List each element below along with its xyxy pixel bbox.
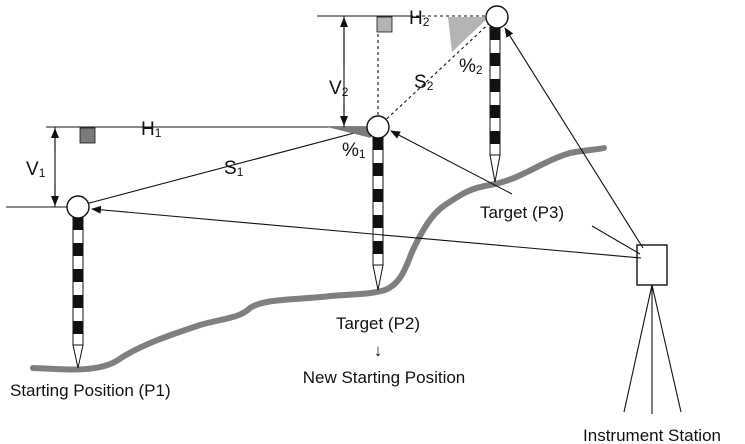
ground-line [30,145,607,373]
starting-position-label: Starting Position (P1) [10,381,171,400]
h2-marker-square [376,16,393,33]
down-arrow-glyph: ↓ [374,341,383,360]
s2-line [377,16,497,128]
sight-arrow-p2 [390,130,513,195]
target-p3-label: Target (P3) [480,203,564,222]
grade-2-label: %2 [459,56,483,77]
target-p2-label: Target (P2) [336,314,420,333]
angle-triangle-2 [448,17,489,52]
s1-line [77,126,378,207]
sight-arrow-p1 [91,205,642,259]
s1-label: S1 [224,158,244,179]
target-p3-leader [591,225,641,255]
instrument-station-label: Instrument Station [583,426,721,444]
instrument-body [636,244,668,286]
h1-label: H1 [141,119,162,140]
s2-label: S2 [414,72,434,93]
grade-1-label: %1 [342,140,366,161]
rod-p1 [72,216,84,369]
prism-p2 [366,115,390,139]
rod-p2 [372,136,384,291]
h2-label: H2 [409,8,430,29]
sight-arrow-p3 [504,27,644,249]
angle-triangle-1 [327,127,371,138]
h1-marker-square [79,127,96,144]
v1-label: V1 [26,159,46,180]
rod-p3 [489,26,501,183]
prism-p3 [485,5,509,29]
instrument-station [623,244,682,414]
new-starting-position-label: New Starting Position [303,368,466,387]
prism-p1 [66,195,90,219]
v2-label: V2 [329,78,349,99]
